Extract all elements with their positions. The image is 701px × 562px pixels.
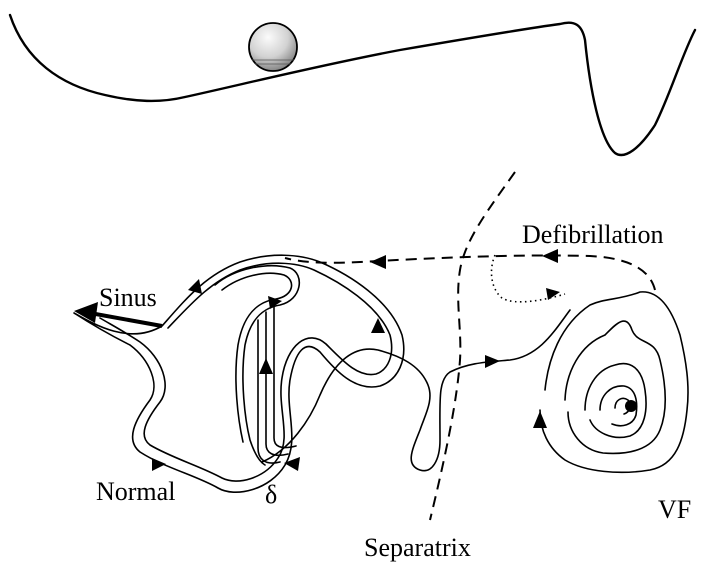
transition-path <box>262 310 570 471</box>
sinus-label: Sinus <box>99 283 157 312</box>
defibrillation-arrow <box>542 249 558 263</box>
transition-arrow <box>485 355 500 368</box>
dotted-arrow <box>546 288 560 300</box>
normal-inner-lobe <box>222 273 292 442</box>
sinus-arrow-line <box>90 313 162 326</box>
vf-spiral <box>540 292 688 472</box>
separatrix-label: Separatrix <box>364 533 471 562</box>
delta-label: δ <box>265 480 277 509</box>
separatrix-line <box>430 172 515 520</box>
normal-loop-arrow <box>188 279 202 294</box>
vf-arrow <box>533 411 547 428</box>
defibrillation-label: Defibrillation <box>522 220 664 249</box>
landscape-curve <box>10 15 695 155</box>
vf-label: VF <box>658 495 691 524</box>
normal-label: Normal <box>96 477 175 506</box>
delta-up-arrow <box>259 358 273 374</box>
delta-arrow <box>284 457 300 471</box>
vf-attractor-point <box>625 400 637 412</box>
defibrillation-arrow <box>370 255 386 269</box>
delta-track <box>258 320 280 463</box>
normal-loop-arrow <box>371 318 385 333</box>
normal-arrow <box>152 458 166 471</box>
delta-track <box>274 306 296 448</box>
